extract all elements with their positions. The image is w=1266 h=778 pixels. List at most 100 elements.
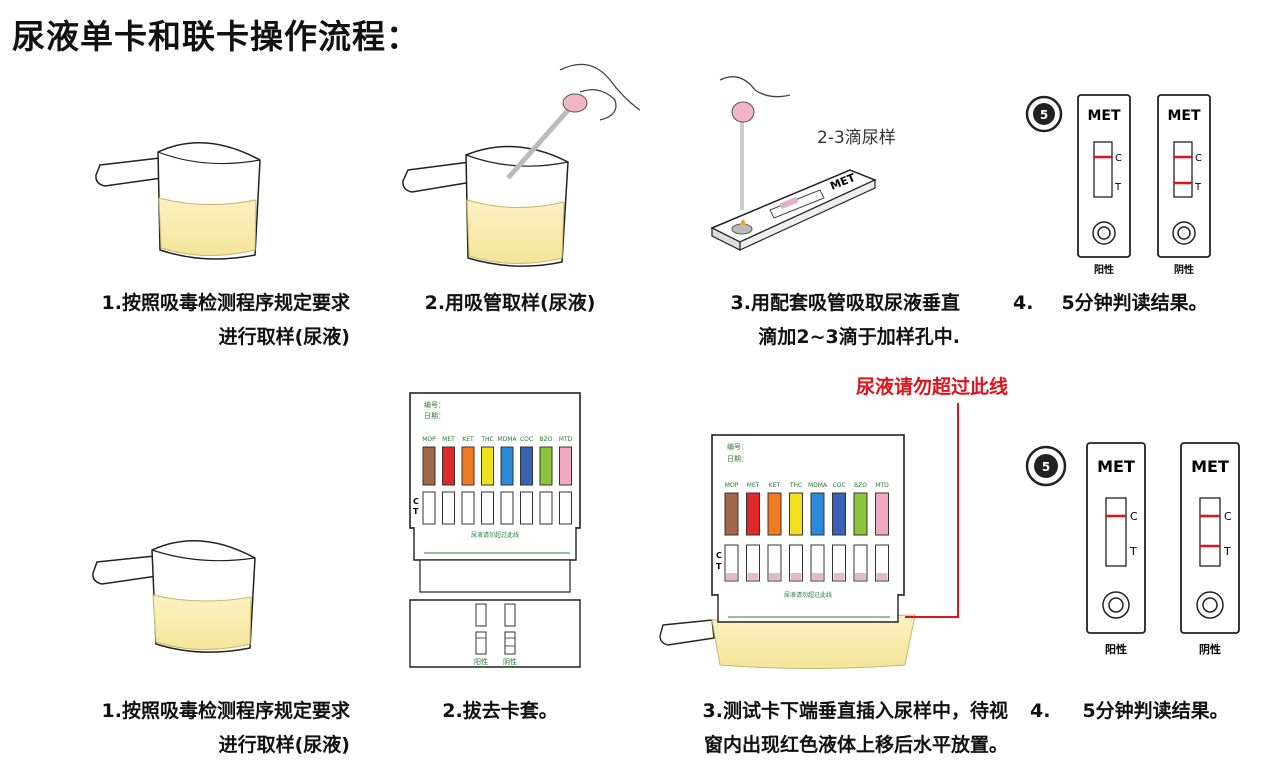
timer-icon: 5 <box>1025 445 1067 487</box>
drug-label: THC <box>480 436 493 443</box>
result-window <box>520 491 533 525</box>
svg-text:T: T <box>1129 545 1137 558</box>
step2-caption: 2.用吸管取样(尿液) <box>424 292 596 314</box>
drug-label: MDMA <box>808 482 828 489</box>
svg-text:阳性: 阳性 <box>474 657 488 666</box>
drug-color-pad <box>481 446 494 486</box>
result-line <box>855 573 866 580</box>
timer-icon: 5 <box>1025 95 1063 133</box>
svg-text:C: C <box>413 497 419 506</box>
svg-text:C: C <box>1130 510 1138 523</box>
result-window <box>853 544 868 582</box>
drug-color-pad <box>746 492 760 536</box>
drug-label: MTD <box>559 436 573 443</box>
drug-label: MTD <box>875 482 889 489</box>
warning-indicator <box>905 403 959 618</box>
result-line <box>790 573 802 580</box>
drug-label: COC <box>520 436 533 443</box>
svg-text:尿液请勿超过此线: 尿液请勿超过此线 <box>471 531 519 539</box>
pipette-draw-illustration <box>402 63 641 267</box>
svg-text:5: 5 <box>1040 108 1048 122</box>
drug-color-pad <box>724 492 739 536</box>
svg-text:C: C <box>1224 510 1232 523</box>
result-line <box>876 573 888 580</box>
svg-text:T: T <box>1194 182 1202 193</box>
svg-text:C: C <box>1115 153 1122 164</box>
result-window <box>875 544 889 582</box>
drug-color-pad <box>539 446 553 486</box>
svg-text:T: T <box>413 507 419 516</box>
drug-label: MOP <box>725 482 739 489</box>
svg-text:阴性: 阴性 <box>1199 642 1221 656</box>
page-title: 尿液单卡和联卡操作流程： <box>12 17 420 56</box>
result-window <box>481 491 494 525</box>
result-line <box>726 573 737 580</box>
step1-caption-bottom: 1.按照吸毒检测程序规定要求 进行取样(尿液) <box>101 700 350 756</box>
drug-label: THC <box>789 482 802 489</box>
svg-text:阴性: 阴性 <box>503 657 517 666</box>
card-label: MET <box>1087 108 1120 124</box>
drug-color-pad <box>789 492 803 536</box>
drug-color-pad <box>767 492 782 536</box>
step3-caption-bottom: 3.测试卡下端垂直插入尿样中，待视 窗内出现红色液体上移后水平放置。 <box>702 700 1008 756</box>
step1-caption: 1.按照吸毒检测程序规定要求 进行取样(尿液) <box>101 292 350 348</box>
drug-label: BZO <box>540 436 553 443</box>
svg-text:T: T <box>1223 545 1231 558</box>
result-window <box>500 491 514 525</box>
positive-label: 阳性 <box>1094 263 1114 276</box>
drug-label: COC <box>832 482 845 489</box>
drug-color-pad <box>442 446 455 486</box>
result-line <box>769 573 780 580</box>
drug-color-pad <box>853 492 868 536</box>
drop-note-label: 2-3滴尿样 <box>817 128 896 148</box>
svg-text:MET: MET <box>1167 108 1200 124</box>
result-window <box>422 491 436 525</box>
result-window <box>767 544 782 582</box>
result-window <box>442 491 455 525</box>
drug-label: KET <box>769 482 781 489</box>
result-window <box>724 544 739 582</box>
svg-text:日期：: 日期： <box>424 412 445 420</box>
drug-color-pad <box>520 446 533 486</box>
drug-label: MOP <box>422 436 436 443</box>
step4-caption: 4.5分钟判读结果。 <box>1013 292 1208 314</box>
svg-text:编号：: 编号： <box>727 442 748 451</box>
urine-cup-illustration-bottom <box>92 539 256 653</box>
negative-label: 阴性 <box>1174 263 1194 276</box>
svg-text:尿液请勿超过此线: 尿液请勿超过此线 <box>784 591 832 599</box>
step4-caption-bottom: 4.5分钟判读结果。 <box>1030 700 1229 722</box>
result-window <box>539 491 553 525</box>
multi-drug-panel-dipped: 编号： 日期： 尿液请勿超过此线 C T <box>659 434 916 669</box>
drug-color-pad <box>832 492 846 536</box>
step3-caption: 3.用配套吸管吸取尿液垂直 滴加2~3滴于加样孔中. <box>730 292 960 348</box>
drug-label: KET <box>462 436 474 443</box>
svg-text:编号：: 编号： <box>424 400 445 409</box>
result-window <box>559 491 572 525</box>
result-line <box>747 573 759 580</box>
result-window <box>746 544 760 582</box>
svg-text:T: T <box>716 562 722 571</box>
drug-color-pad <box>422 446 436 486</box>
result-line <box>833 573 845 580</box>
svg-text:C: C <box>716 551 722 560</box>
drop-on-card-illustration: MET <box>710 76 877 251</box>
drug-color-pad <box>500 446 514 486</box>
drug-label: MDMA <box>497 436 517 443</box>
result-line <box>812 573 823 580</box>
result-card-negative: MET C T <box>1157 94 1211 258</box>
result-card-positive: MET C T <box>1077 94 1131 258</box>
drug-color-pad <box>875 492 889 536</box>
warning-label: 尿液请勿超过此线 <box>856 376 1009 398</box>
step2-caption-bottom: 2.拔去卡套。 <box>442 700 558 722</box>
result-window <box>461 491 475 525</box>
svg-text:日期：: 日期： <box>727 455 748 463</box>
svg-text:MET: MET <box>1191 457 1229 476</box>
drug-label: MET <box>442 436 455 443</box>
svg-text:C: C <box>1195 153 1202 164</box>
multi-drug-panel-uncapped: 编号： 日期： 尿液请勿超过此线 C T 阳性 阴性 <box>409 392 581 668</box>
svg-text:T: T <box>1114 182 1122 193</box>
drug-color-pad <box>461 446 475 486</box>
